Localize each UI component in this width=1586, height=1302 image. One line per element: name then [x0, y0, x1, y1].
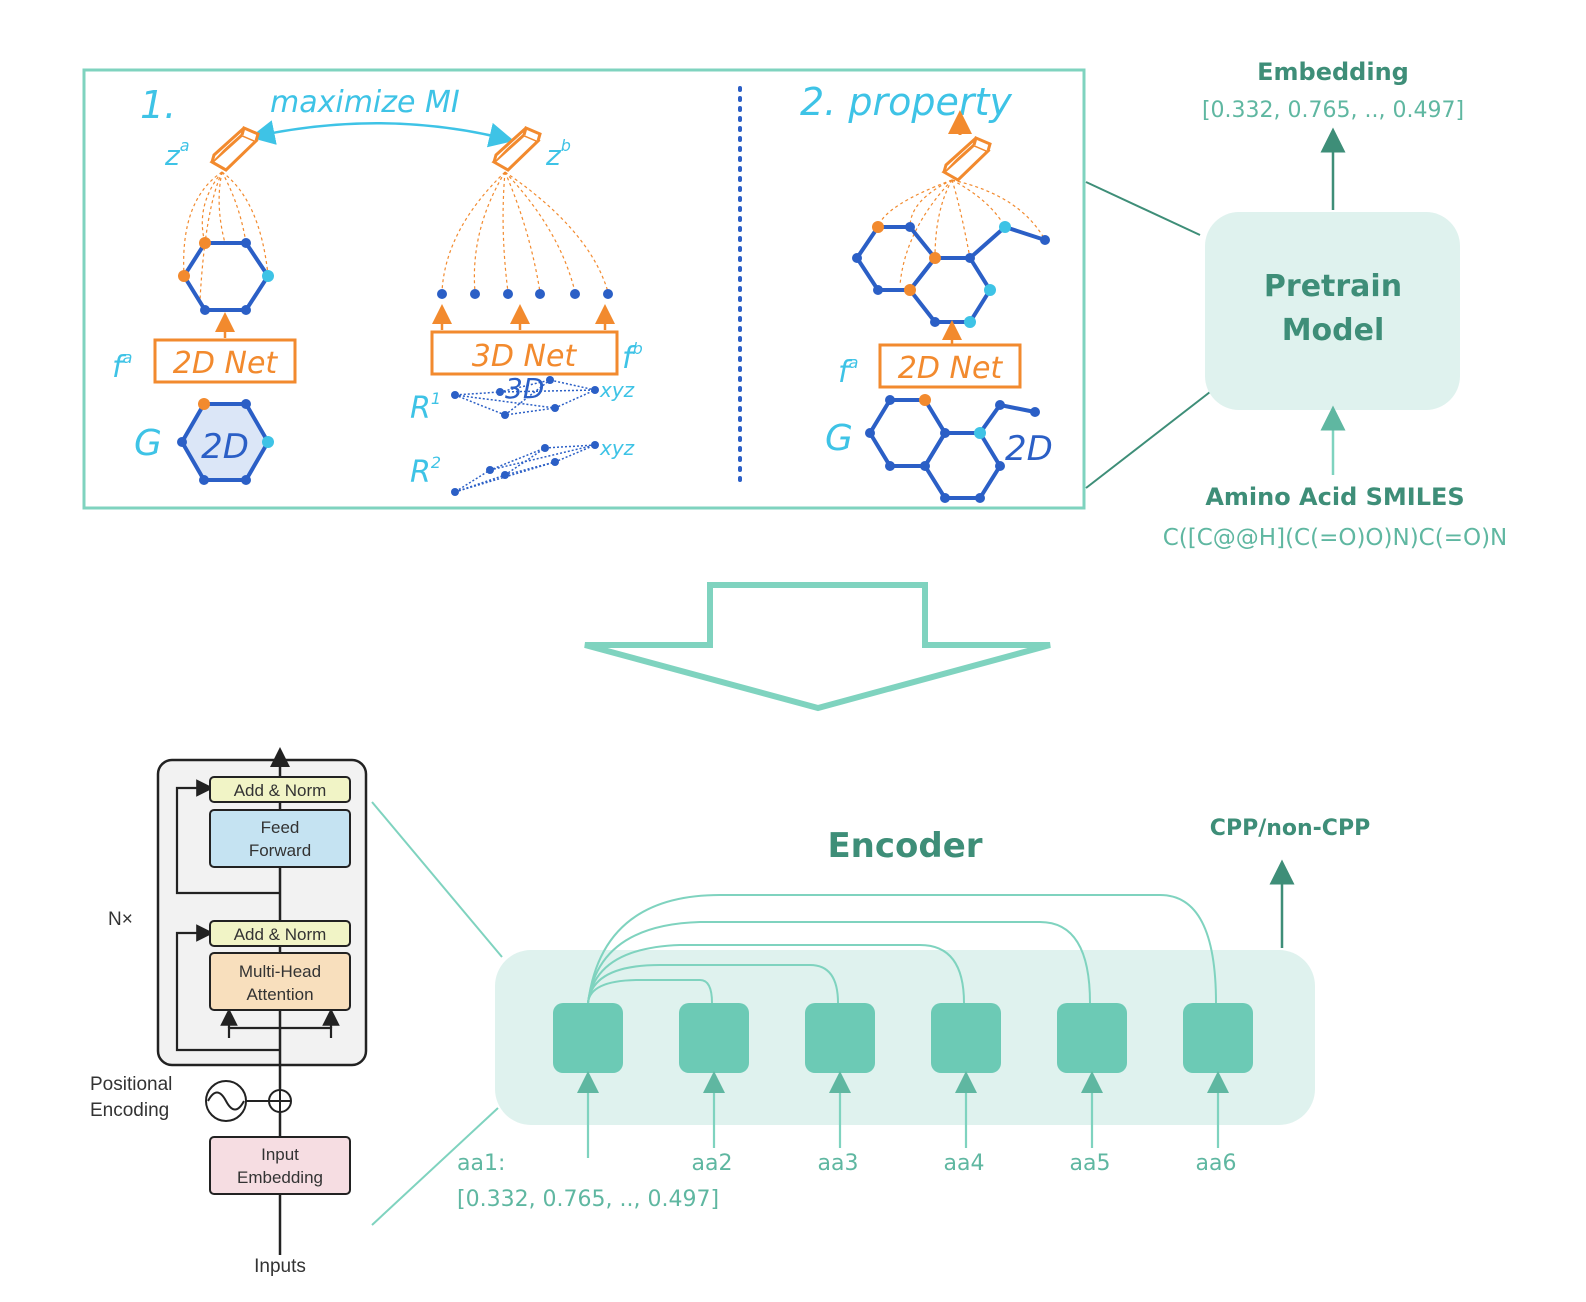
input-embedding-line1: Input [261, 1145, 299, 1164]
xyz-label-1: xyz [599, 378, 635, 402]
point-embeddings [437, 289, 613, 299]
aa1-embedding-value: [0.332, 0.765, .., 0.497] [457, 1187, 719, 1212]
token-label-aa1: aa1: [457, 1151, 505, 1176]
smiles-value: C([C@@H](C(=O)O)N)C(=O)N [1163, 525, 1508, 551]
net2d-box [153, 338, 297, 384]
transformer-layer-box [156, 758, 368, 1067]
token-block-3 [805, 1003, 875, 1073]
add-norm-bottom-box [209, 920, 351, 947]
mi-arrow [249, 120, 515, 148]
pretrain-model-line1: Pretrain [1264, 269, 1402, 304]
g-right-label: G [825, 418, 853, 459]
za-vector-icon [209, 125, 260, 172]
token-label-aa3: aa3 [818, 1151, 859, 1176]
embedding-value: [0.332, 0.765, .., 0.497] [1202, 98, 1464, 123]
zoom-line-top [1085, 181, 1201, 236]
add-norm-top-label: Add & Norm [234, 781, 327, 800]
token-block-5 [1057, 1003, 1127, 1073]
xyz-label-2: xyz [599, 436, 635, 460]
pretrain-model-box [1205, 212, 1460, 410]
encoder-title: Encoder [827, 826, 982, 866]
token-label-aa6: aa6 [1196, 1151, 1237, 1176]
token-input-arrows [577, 1071, 1229, 1158]
graph2d-right-label: 2D [1005, 429, 1053, 469]
pos-enc-line2: Encoding [90, 1100, 169, 1121]
property-readout-lines [877, 179, 1046, 286]
conformer-3d-label: 3D [505, 372, 544, 405]
conformer-1-atoms [451, 376, 599, 419]
attention-split [227, 1026, 333, 1038]
transfer-down-arrow [584, 582, 1051, 712]
residual-loop-bottom [175, 924, 280, 1052]
graph2d-label: 2D [201, 427, 249, 467]
sine-wave-icon [205, 1080, 247, 1122]
feed-forward-line2: Forward [249, 841, 311, 860]
feed-forward-line1: Feed [261, 818, 300, 837]
nx-label: N× [108, 909, 133, 930]
molecule-graph-2d [178, 237, 274, 315]
zoom-line-bottom [1085, 391, 1211, 489]
za-label: za [164, 136, 190, 172]
conformer-2-atoms [451, 441, 599, 496]
multi-head-attention-box [209, 952, 351, 1011]
token-block-2 [679, 1003, 749, 1073]
output-label: CPP/non-CPP [1210, 816, 1370, 841]
token-label-aa4: aa4 [944, 1151, 985, 1176]
property-vector-icon [941, 135, 992, 182]
maximize-mi-label: maximize MI [270, 85, 460, 120]
token-blocks [553, 1003, 1253, 1073]
net3d-label: 3D Net [472, 339, 578, 374]
token-label-aa2: aa2 [692, 1151, 733, 1176]
net3d-output-arrows [432, 304, 615, 330]
r1-label: R1 [410, 389, 441, 426]
net2d-label: 2D Net [173, 346, 279, 381]
pretrain-model-line2: Model [1282, 313, 1385, 348]
pos-enc-line1: Positional [90, 1074, 172, 1095]
mha-line2: Attention [246, 985, 313, 1004]
token-block-4 [931, 1003, 1001, 1073]
token-label-aa5: aa5 [1070, 1151, 1111, 1176]
add-circle-icon [268, 1089, 292, 1113]
smiles-title: Amino Acid SMILES [1205, 483, 1464, 511]
feed-forward-box [209, 809, 351, 868]
step2-label: 2. property [800, 80, 1012, 124]
net2d-right-box [878, 343, 1022, 389]
input-graph-2d [177, 398, 274, 485]
net2d-right-label: 2D Net [898, 351, 1004, 386]
g-label: G [134, 423, 162, 464]
zb-readout-lines [441, 171, 609, 293]
input-embedding-box [209, 1136, 351, 1195]
embedding-title: Embedding [1257, 58, 1409, 86]
residual-loop-top [175, 779, 280, 895]
add-norm-bottom-label: Add & Norm [234, 925, 327, 944]
zb-vector-icon [491, 125, 542, 172]
zb-label: zb [545, 136, 571, 172]
net3d-box [430, 330, 619, 376]
zoom-line-lower [371, 1107, 499, 1226]
input-embedding-line2: Embedding [237, 1168, 323, 1187]
r2-label: R2 [410, 453, 441, 490]
inputs-label: Inputs [254, 1256, 306, 1277]
attention-arcs [587, 894, 1217, 1004]
zoom-line-upper [371, 801, 503, 958]
molecule-graph-right [852, 221, 1050, 328]
input-graph-right [865, 394, 1040, 503]
token-block-1 [553, 1003, 623, 1073]
mha-line1: Multi-Head [239, 962, 321, 981]
za-readout-lines [183, 171, 269, 301]
encoder-box [495, 950, 1315, 1125]
add-norm-top-box [209, 776, 351, 803]
token-block-6 [1183, 1003, 1253, 1073]
step1-number: 1. [140, 83, 176, 127]
